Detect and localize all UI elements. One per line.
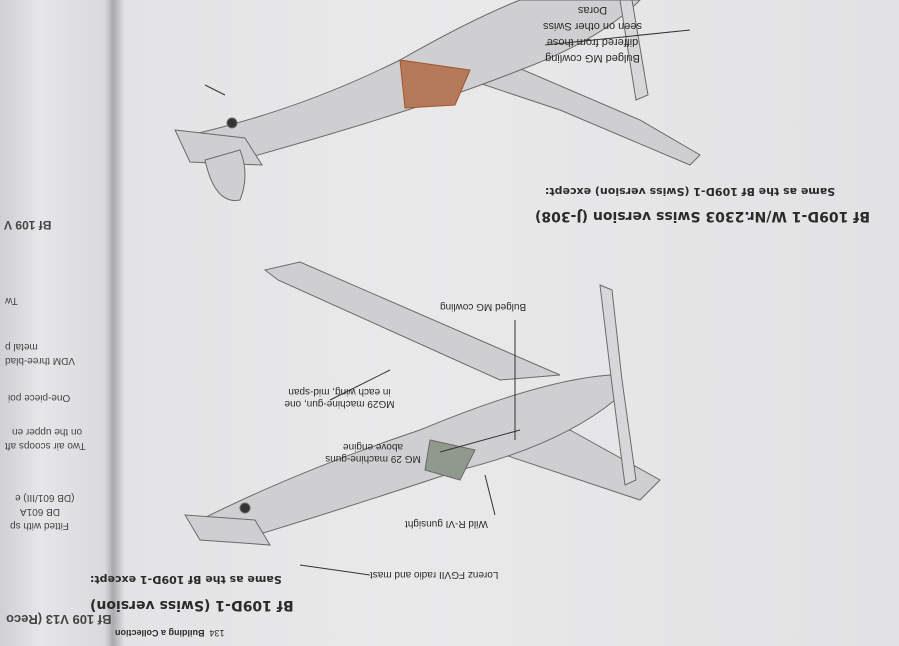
section-title: Building a Collection bbox=[115, 628, 205, 638]
upper-subtitle: Same as the Bf 109D-1 (Swiss version) ex… bbox=[545, 185, 836, 198]
lower-subtitle: Same as the Bf 109D-1 except: bbox=[90, 573, 282, 586]
left-page-text: on the upper en bbox=[12, 426, 83, 437]
upper-tail-fin bbox=[204, 149, 246, 201]
callout-mg29-wing: MG29 machine-gun, one in each wing, mid-… bbox=[284, 386, 395, 409]
left-page-text: Tw bbox=[5, 295, 18, 306]
left-page-text: Fitted with sp bbox=[10, 520, 69, 531]
left-page-text: metal p bbox=[5, 341, 38, 352]
left-page-text: One-piece poi bbox=[8, 392, 71, 403]
upper-cockpit-frame bbox=[399, 59, 471, 109]
lower-tail bbox=[184, 514, 271, 546]
left-page-heading: Bf 109 V bbox=[4, 218, 52, 232]
callout-bulged-cowling: Bulged MG cowling bbox=[440, 301, 527, 312]
left-page-heading: Bf 109 V13 (Reco bbox=[6, 612, 112, 627]
left-page-text: VDM three-blad bbox=[5, 355, 76, 366]
upper-propeller bbox=[619, 0, 649, 101]
left-page-text: DB 601A bbox=[20, 506, 61, 517]
upper-title: Bf 109D-1 W/Nr.2303 Swiss version (J-308… bbox=[535, 208, 871, 224]
upper-aircraft-illustration bbox=[174, 0, 701, 201]
callout-cowling-differed: Bulged MG cowling differed from those se… bbox=[542, 4, 643, 64]
left-page-text: (DB 601/III) e bbox=[15, 492, 75, 503]
callout-radio-mast: Lorenz FGVII radio and mast bbox=[370, 569, 499, 580]
callout-mg29-engine: MG 29 machine-guns above engine bbox=[325, 441, 421, 464]
callout-lines bbox=[204, 29, 691, 576]
page-footer: 134 Building a Collection bbox=[115, 628, 225, 638]
lower-aircraft-illustration bbox=[184, 261, 661, 546]
page-number: 134 bbox=[209, 628, 225, 638]
left-page-text: Two air scoops aft bbox=[5, 440, 86, 451]
lower-title: Bf 109D-1 (Swiss version) bbox=[90, 597, 294, 613]
lower-wing-upper bbox=[263, 261, 561, 381]
lower-propeller bbox=[599, 284, 637, 486]
callout-gunsight: Wild R-VI gunsight bbox=[405, 518, 488, 529]
